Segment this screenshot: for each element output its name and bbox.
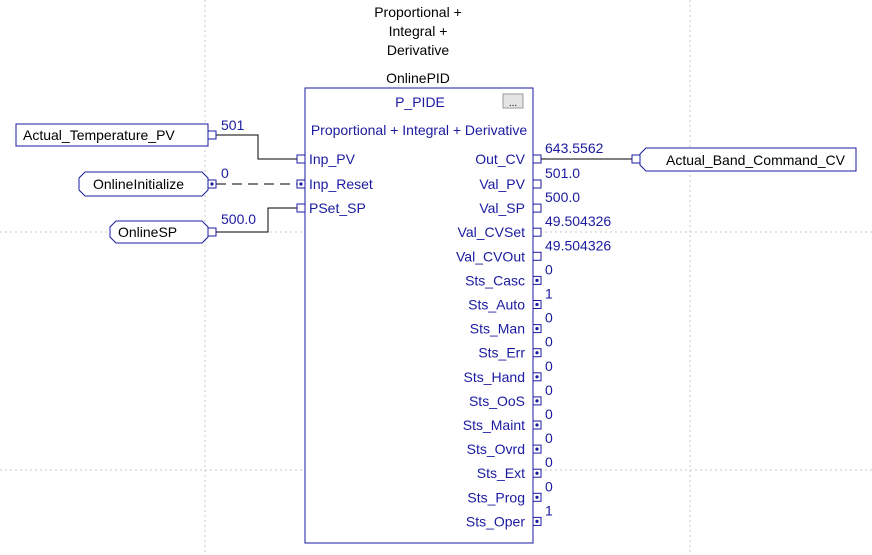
input-tag-box[interactable] [78,171,209,197]
input-value: 501 [221,117,245,133]
output-value: 0 [545,454,553,470]
output-pin-label: Sts_Hand [464,369,525,385]
output-val-sp[interactable]: Val_SP 500.0 [479,189,580,216]
output-pin-dot [535,495,539,499]
output-value: 0 [545,430,553,446]
output-val-cvout[interactable]: Val_CVOut 49.504326 [456,237,611,264]
output-sts-auto[interactable]: Sts_Auto 1 [468,286,553,313]
output-value: 501.0 [545,165,580,181]
output-sts-ovrd[interactable]: Sts_Ovrd 0 [467,430,553,457]
block-menu-button[interactable] [502,93,524,109]
output-value: 0 [545,310,553,326]
input-pin-label: PSet_SP [309,200,366,216]
output-pin-dot [535,375,539,379]
output-value: 1 [545,502,553,518]
input-value: 0 [221,165,229,181]
output-sts-err[interactable]: Sts_Err 0 [478,334,553,361]
output-pin-label: Sts_Man [470,321,525,337]
output-value: 0 [545,478,553,494]
output-value: 0 [545,406,553,422]
output-pin-dot [535,302,539,307]
output-pin-dot [535,423,539,427]
output-value: 0 [545,261,553,277]
output-tag-name: Actual_Band_Command_CV [666,152,846,168]
tag-connector [631,154,641,164]
output-pin-label: Sts_Ext [477,465,525,481]
block-description-line-2: Integral + [389,23,448,39]
input-pin-label: Inp_Reset [309,176,373,192]
output-pin-label: Sts_Oper [466,513,525,529]
output-pin[interactable] [532,251,542,261]
input-pin[interactable] [296,203,306,213]
input-pin[interactable] [296,154,306,164]
output-val-pv[interactable]: Val_PV 501.0 [479,165,580,192]
output-sts-ext[interactable]: Sts_Ext 0 [477,454,553,481]
block-type: P_PIDE [395,94,445,110]
output-pin-dot [535,447,539,451]
output-pin-dot [535,471,539,475]
output-pin-label: Sts_Auto [468,297,525,313]
output-pin-label: Sts_Maint [463,417,525,433]
output-value: 0 [545,334,553,350]
block-tag-name: OnlinePID [386,70,450,86]
input-value: 500.0 [221,211,256,227]
input-pin-dot [299,182,303,186]
output-pin-label: Sts_Prog [467,489,525,505]
input-tag-name: Actual_Temperature_PV [23,127,175,143]
output-out-cv[interactable]: Out_CV 643.5562 Actual_Band_Command_CV [475,140,857,172]
tag-connector [207,227,217,237]
input-tag-box[interactable] [109,220,209,244]
output-value: 0 [545,358,553,374]
output-value: 49.504326 [545,237,611,253]
output-val-cvset[interactable]: Val_CVSet 49.504326 [458,213,612,240]
output-sts-oper[interactable]: Sts_Oper 1 [466,502,553,529]
output-pin-dot [535,278,539,282]
output-value: 0 [545,382,553,398]
input-tag-name: OnlineInitialize [93,176,184,192]
output-pin[interactable] [532,179,542,189]
input-pin-label: Inp_PV [309,151,356,167]
output-value: 500.0 [545,189,580,205]
block-subtitle: Proportional + Integral + Derivative [311,122,528,138]
input-inp-reset[interactable]: OnlineInitialize 0 Inp_Reset [78,165,373,197]
output-sts-maint[interactable]: Sts_Maint 0 [463,406,553,433]
output-pin-label: Sts_Casc [465,272,525,288]
output-pin-label: Sts_OoS [469,393,525,409]
output-pin[interactable] [532,154,542,164]
output-sts-hand[interactable]: Sts_Hand 0 [464,358,553,385]
output-sts-oos[interactable]: Sts_OoS 0 [469,382,553,409]
pid-block[interactable]: P_PIDE ... Proportional + Integral + Der… [304,87,534,544]
tag-connector-dot [210,182,214,186]
output-pin-label: Sts_Err [478,345,525,361]
output-pin-dot [535,351,539,355]
input-inp-pv[interactable]: Actual_Temperature_PV 501 Inp_PV [15,117,356,167]
output-pin-dot [535,327,539,331]
output-pin-label: Val_PV [479,176,525,192]
output-sts-man[interactable]: Sts_Man 0 [470,310,553,337]
output-pin-label: Val_SP [479,200,525,216]
input-pset-sp[interactable]: OnlineSP 500.0 PSet_SP [109,200,366,244]
output-pin-label: Sts_Ovrd [467,441,525,457]
output-pin-dot [535,519,539,524]
tag-connector [207,130,217,140]
output-value: 643.5562 [545,140,604,156]
output-sts-casc[interactable]: Sts_Casc 0 [465,261,553,288]
output-pin[interactable] [532,203,542,213]
output-tag-box[interactable] [639,147,857,172]
input-tag-name: OnlineSP [118,224,177,240]
output-pin[interactable] [532,227,542,237]
output-pin-dot [535,399,539,403]
output-value: 49.504326 [545,213,611,229]
output-pin-label: Val_CVOut [456,248,525,264]
output-pin-label: Val_CVSet [458,224,526,240]
block-description-line-3: Derivative [387,42,449,58]
output-pin-label: Out_CV [475,151,525,167]
block-menu-button-label: ... [509,98,517,109]
block-description-line-1: Proportional + [374,4,462,20]
output-sts-prog[interactable]: Sts_Prog 0 [467,478,553,505]
output-value: 1 [545,286,553,302]
